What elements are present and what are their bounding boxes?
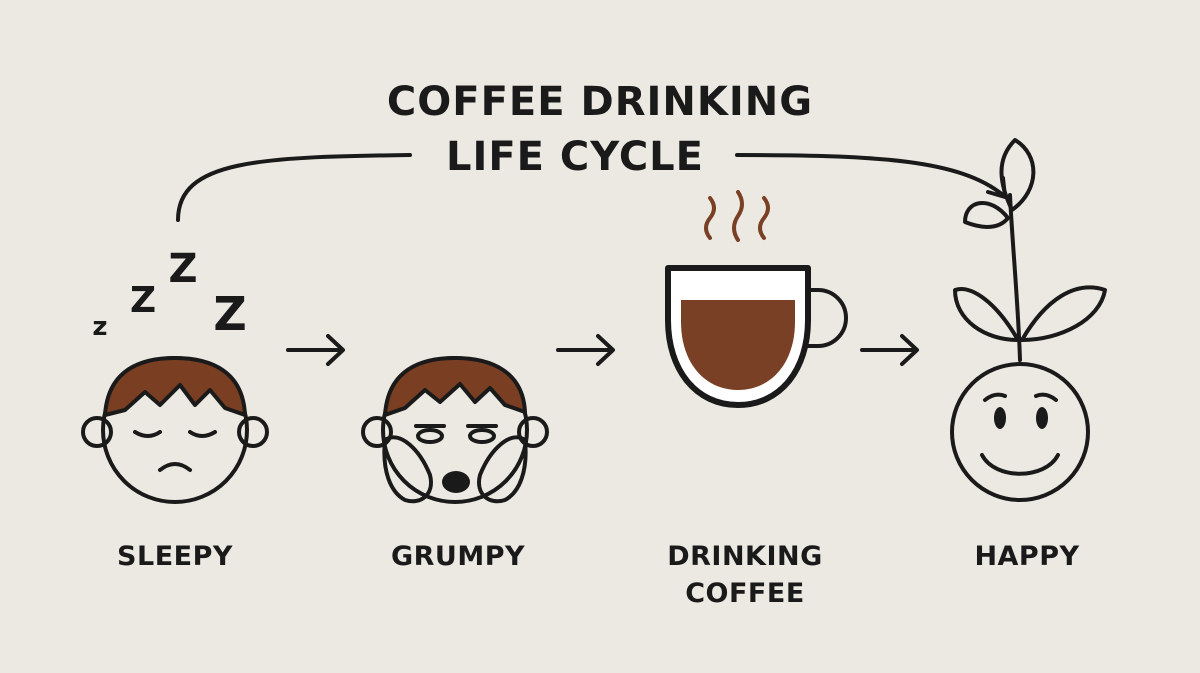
title-line-2: LIFE CYCLE (446, 134, 704, 180)
cycle-arrow-left (176, 153, 412, 222)
svg-text:Z: Z (213, 287, 246, 341)
label-coffee: COFFEE (685, 578, 805, 609)
svg-text:Z: Z (168, 246, 197, 292)
label-drinking: DRINKING (667, 541, 823, 572)
sleepy-face-icon (81, 356, 269, 504)
coffee-cup-icon (665, 190, 848, 408)
arrow-right-icon (286, 334, 345, 366)
grumpy-face-icon (361, 356, 549, 504)
label-grumpy: GRUMPY (391, 541, 525, 572)
label-sleepy: SLEEPY (117, 541, 233, 572)
svg-text:Z: Z (130, 280, 156, 321)
happy-plant-face-icon (950, 138, 1107, 502)
svg-text:z: z (92, 312, 107, 342)
cycle-arrow-right (735, 153, 1005, 197)
title-line-1: COFFEE DRINKING (387, 79, 813, 125)
arrow-right-icon (556, 334, 615, 366)
label-happy: HAPPY (974, 541, 1079, 572)
sleep-zzz-icon: z Z Z Z (92, 246, 246, 342)
arrow-right-icon (860, 334, 919, 366)
